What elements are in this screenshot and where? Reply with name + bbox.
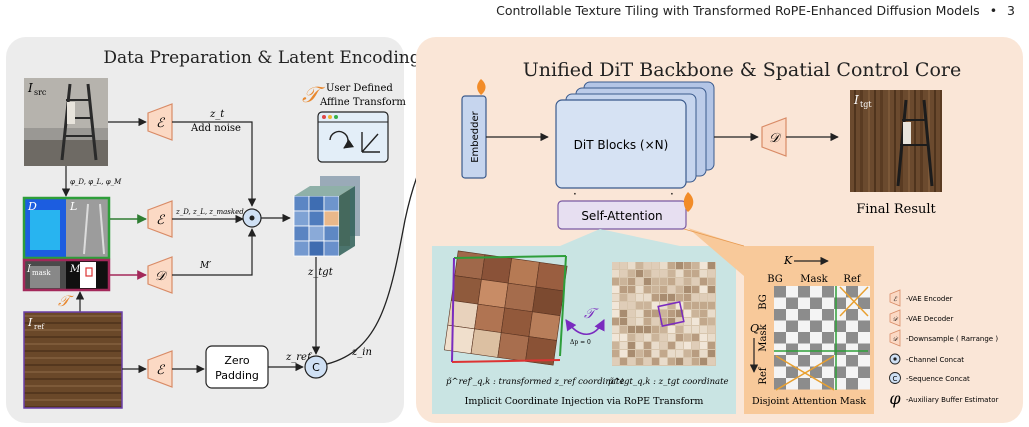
legend-item-buffer-estimator: φ -Auxiliary Buffer Estimator bbox=[889, 389, 998, 408]
legend-item-vae-encoder: ℰ -VAE Encoder bbox=[889, 289, 953, 307]
svg-text:ℰ: ℰ bbox=[156, 363, 165, 378]
dit-blocks-label: DiT Blocks (×N) bbox=[574, 138, 669, 152]
ptgt-label: p̃^tgt_q,k : z_tgt coordinate bbox=[608, 376, 729, 387]
light-label: L bbox=[69, 200, 77, 213]
trainable-flame-icon bbox=[477, 79, 486, 95]
phi-label: φ_D, φ_L, φ_M bbox=[70, 178, 122, 186]
running-header: Controllable Texture Tiling with Transfo… bbox=[496, 3, 1015, 18]
svg-text:ℰ: ℰ bbox=[156, 213, 165, 228]
svg-text:ℰ: ℰ bbox=[156, 116, 165, 131]
legend-item-downsample: 𝒟 -Downsample ( Rarrange ) bbox=[889, 329, 998, 347]
q-label: Q bbox=[750, 322, 759, 335]
encoder-2: ℰ bbox=[147, 200, 173, 238]
imask-label: I bbox=[26, 264, 32, 275]
src-label: I bbox=[27, 81, 33, 95]
legend: ℰ -VAE Encoder 𝒟 -VAE Decoder 𝒟 -Downsam… bbox=[889, 289, 998, 408]
self-attention-label: Self-Attention bbox=[581, 209, 662, 223]
k-label: K bbox=[783, 254, 793, 267]
embedder-label: Embedder bbox=[470, 110, 481, 162]
legend-item-channel-concat: -Channel Concat bbox=[889, 353, 964, 365]
target-coordinate-grid bbox=[612, 262, 716, 366]
channel-concat-node bbox=[242, 208, 262, 228]
col-label-ref: Ref bbox=[843, 274, 861, 285]
mask-caption: Disjoint Attention Mask bbox=[752, 396, 866, 407]
latent-cube-ztgt bbox=[293, 176, 360, 257]
zin-label: z_in bbox=[351, 347, 372, 358]
ref-label: I bbox=[27, 316, 33, 329]
encoder-3: ℰ bbox=[147, 350, 173, 388]
svg-text:-VAE Encoder: -VAE Encoder bbox=[906, 295, 953, 303]
svg-text:φ: φ bbox=[889, 389, 901, 408]
add-noise-label: Add noise bbox=[190, 123, 241, 134]
legend-item-sequence-concat: C -Sequence Concat bbox=[889, 372, 970, 384]
header-separator: • bbox=[989, 3, 998, 18]
imask-sub: mask bbox=[32, 269, 51, 277]
running-title: Controllable Texture Tiling with Transfo… bbox=[496, 3, 980, 18]
decoder-output: 𝒟 bbox=[761, 117, 787, 157]
right-panel: Unified DiT Backbone & Spatial Control C… bbox=[416, 37, 1023, 423]
final-result-image bbox=[850, 90, 942, 192]
user-transform-line1: User Defined bbox=[326, 83, 393, 94]
col-label-mask: Mask bbox=[800, 274, 828, 285]
encoder-1: ℰ bbox=[147, 103, 173, 141]
svg-text:-Auxiliary Buffer Estimator: -Auxiliary Buffer Estimator bbox=[906, 396, 998, 404]
row-label-mask: Mask bbox=[758, 323, 769, 351]
ztgt-label: z_tgt bbox=[307, 267, 334, 278]
depth-light-images bbox=[22, 196, 111, 260]
tgt-sub: tgt bbox=[860, 100, 872, 109]
rope-caption: Implicit Coordinate Injection via RoPE T… bbox=[465, 396, 704, 407]
svg-text:C: C bbox=[312, 361, 320, 374]
svg-text:-Downsample ( Rarrange ): -Downsample ( Rarrange ) bbox=[906, 335, 998, 343]
svg-text:-Channel Concat: -Channel Concat bbox=[906, 356, 964, 364]
svg-text:-Sequence Concat: -Sequence Concat bbox=[906, 375, 970, 383]
svg-text:𝒟: 𝒟 bbox=[893, 336, 899, 343]
delta-label: Δp = 0 bbox=[570, 339, 591, 346]
zt-label: z_t bbox=[209, 109, 225, 120]
final-result-label: Final Result bbox=[856, 202, 936, 217]
row-label-ref: Ref bbox=[758, 366, 769, 384]
svg-text:·: · bbox=[670, 187, 674, 201]
attention-mask-matrix bbox=[774, 286, 870, 391]
zref-label: z_ref bbox=[285, 352, 313, 363]
mask-images bbox=[22, 258, 111, 292]
svg-text:C: C bbox=[893, 375, 898, 383]
decoder-downsample: 𝒟 bbox=[147, 256, 173, 294]
svg-text:𝒟: 𝒟 bbox=[893, 316, 899, 323]
left-panel: Data Preparation & Latent Encoding I src… bbox=[6, 37, 461, 423]
ref-sub: ref bbox=[34, 323, 45, 331]
zd-label: z_D, z_L, z_masked bbox=[175, 208, 244, 216]
sequence-concat-node: C bbox=[304, 355, 328, 379]
row-label-bg: BG bbox=[758, 294, 769, 310]
transformed-ref-grid bbox=[443, 250, 568, 366]
zero-padding-line2: Padding bbox=[215, 369, 259, 382]
svg-text:-VAE Decoder: -VAE Decoder bbox=[906, 315, 953, 323]
self-attention-block bbox=[557, 200, 687, 230]
reference-image bbox=[23, 311, 123, 409]
mprime-label: M′ bbox=[199, 261, 211, 271]
zero-padding-line1: Zero bbox=[224, 354, 250, 367]
tgt-label: I bbox=[853, 93, 859, 107]
svg-text:𝒟: 𝒟 bbox=[769, 131, 782, 146]
svg-text:𝒟: 𝒟 bbox=[155, 269, 168, 284]
source-image bbox=[24, 78, 108, 166]
user-transform-line2: Affine Transform bbox=[319, 97, 406, 108]
page-number: 3 bbox=[1007, 3, 1015, 18]
legend-item-vae-decoder: 𝒟 -VAE Decoder bbox=[889, 309, 953, 327]
affine-transform-window-icon bbox=[317, 111, 389, 163]
depth-label: D bbox=[27, 200, 37, 213]
trainable-flame-icon-attn bbox=[683, 192, 694, 212]
left-panel-title: Data Preparation & Latent Encoding bbox=[103, 48, 420, 68]
right-panel-title: Unified DiT Backbone & Spatial Control C… bbox=[523, 59, 961, 81]
src-sub: src bbox=[34, 88, 47, 97]
dit-blocks-stack bbox=[555, 81, 715, 189]
svg-text:·: · bbox=[573, 187, 577, 201]
col-label-bg: BG bbox=[767, 274, 783, 285]
m-label: M bbox=[69, 264, 81, 275]
svg-text:ℰ: ℰ bbox=[893, 296, 898, 303]
pref-label: p̃^ref′_q,k : transformed z_ref coordina… bbox=[446, 376, 624, 387]
